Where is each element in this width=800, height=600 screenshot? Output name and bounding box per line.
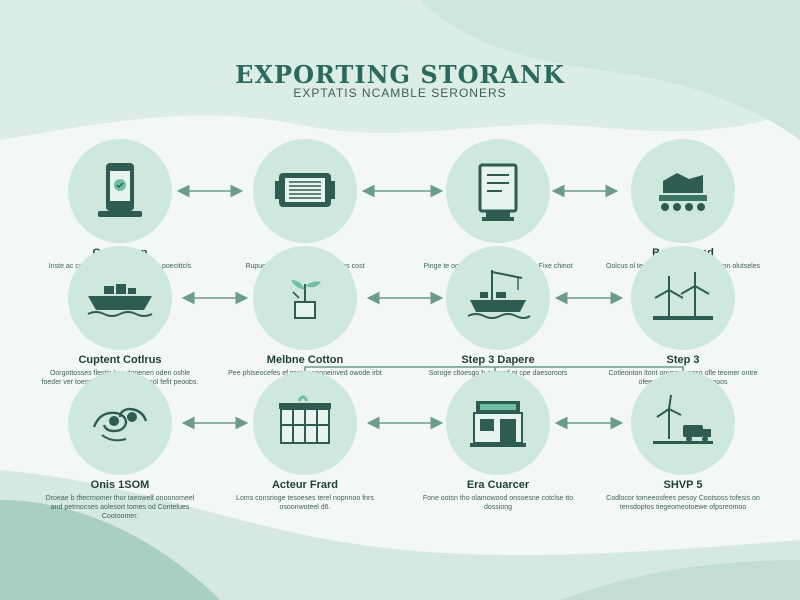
node-label: SHVP 5 bbox=[663, 479, 703, 491]
node-step-3: Step 3 Cotleonton ltont onvesos peso ofl… bbox=[598, 246, 768, 387]
node-label: Melbne Cotton bbox=[266, 354, 344, 366]
node-era-cuarcer: Era Cuarcer Fone ootsn tho olamowood ons… bbox=[413, 371, 583, 512]
market-icon bbox=[279, 395, 331, 444]
node-label: Acteur Frard bbox=[271, 479, 339, 491]
node-label: Cuptent Cotlrus bbox=[78, 354, 162, 366]
hands-icon bbox=[92, 407, 148, 442]
node-circle bbox=[631, 139, 735, 243]
node-circle bbox=[631, 246, 735, 350]
node-circle bbox=[446, 246, 550, 350]
node-label: Step 3 bbox=[666, 354, 700, 366]
node-circle bbox=[631, 371, 735, 475]
node-label: Onis 1SOM bbox=[90, 479, 150, 491]
node-circle bbox=[253, 139, 357, 243]
node-description: Fone ootsn tho olamowood onsoesne cotcls… bbox=[422, 495, 574, 511]
phone-icon bbox=[98, 163, 142, 217]
plant-icon bbox=[291, 280, 321, 319]
conveyor-icon bbox=[659, 173, 707, 211]
node-circle bbox=[68, 371, 172, 475]
crane-ship-icon bbox=[467, 270, 531, 319]
node-circle bbox=[68, 246, 172, 350]
node-label: Step 3 Dapere bbox=[461, 354, 535, 366]
node-acteur-frard: Acteur Frard Loms consrioge tesoeses ter… bbox=[220, 371, 390, 512]
cargo-ship-icon bbox=[87, 284, 153, 317]
node-circle bbox=[446, 139, 550, 243]
node-circle bbox=[253, 371, 357, 475]
node-melbne-cotton: Melbne Cotton Pee phtseocefes ef proto s… bbox=[220, 246, 390, 387]
node-onis-1som: Onis 1SOM Droeae b tftecrnomer thor taeo… bbox=[35, 371, 205, 521]
storefront-icon bbox=[470, 401, 526, 447]
page-title: EXPORTING STORANK bbox=[235, 60, 565, 89]
wind-turbine-icon bbox=[653, 272, 713, 320]
turbine-truck-icon bbox=[653, 394, 713, 444]
node-shvp-5: SHVP 5 Codlocor tomeeosfees pesoy Cootso… bbox=[598, 371, 768, 512]
node-description: Codlocor tomeeosfees pesoy Cootsoss tofe… bbox=[606, 495, 760, 511]
node-label: Era Cuarcer bbox=[466, 479, 530, 491]
node-circle bbox=[253, 246, 357, 350]
node-step-3-dapere: Step 3 Dapere Soroge cltoesgo b ecosnd o… bbox=[413, 246, 583, 378]
node-cuptent-cotlrus: Cuptent Cotlrus Oorgottosses flestis hos… bbox=[35, 246, 205, 387]
barcode-scanner-icon bbox=[275, 173, 335, 207]
node-description: Droeae b tftecrnomer thor taeowelf onoon… bbox=[45, 495, 195, 520]
document-icon bbox=[478, 163, 518, 221]
node-circle bbox=[68, 139, 172, 243]
node-description: Loms consrioge tesoeses terel nopnnoo fn… bbox=[236, 495, 374, 511]
node-circle bbox=[446, 371, 550, 475]
page-subtitle: EXPTATIS NCAMBLE SERONERS bbox=[293, 86, 507, 100]
